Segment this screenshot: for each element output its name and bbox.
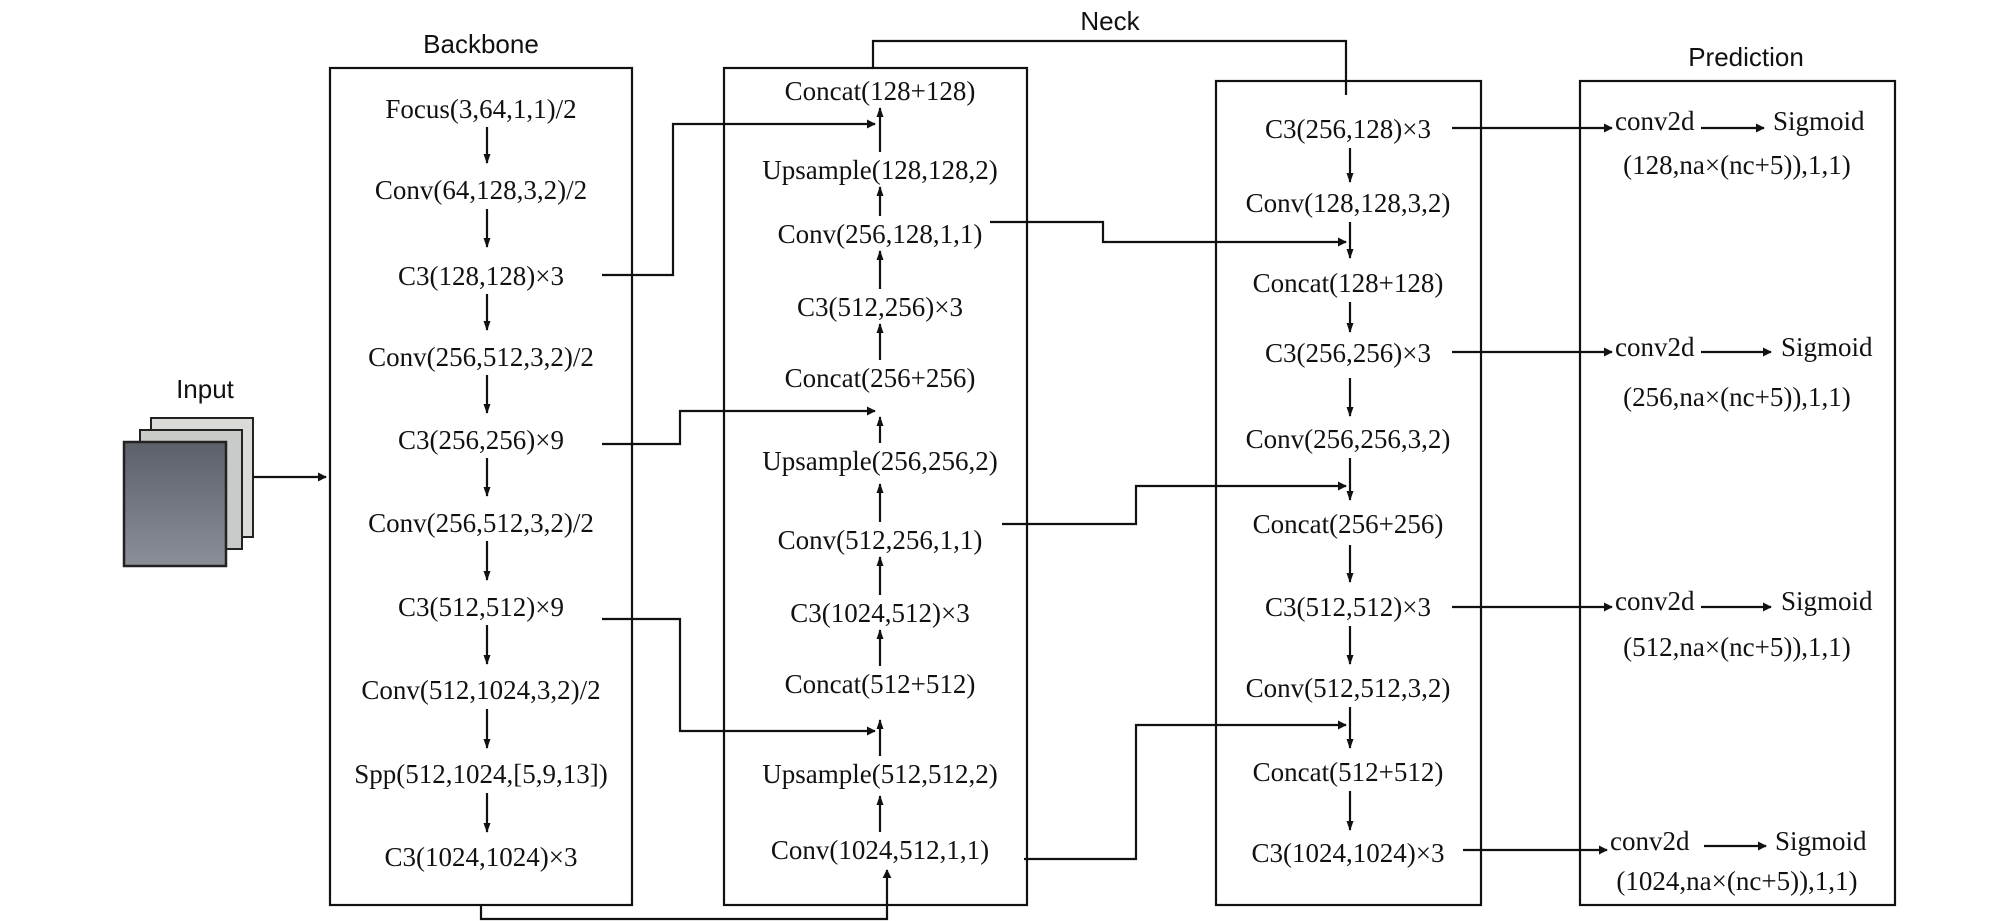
neck-down-layer: Concat(512+512) — [1253, 757, 1444, 787]
backbone-layer: Focus(3,64,1,1)/2 — [385, 94, 576, 124]
head-params: (128,na×(nc+5)),1,1) — [1623, 150, 1851, 180]
neck-up-box — [722, 66, 1029, 907]
conv2d-label: conv2d — [1615, 332, 1695, 362]
backbone-layer: Conv(256,512,3,2)/2 — [368, 342, 594, 372]
neck-up-layer: Concat(512+512) — [785, 669, 976, 699]
neck-up-layer: Conv(512,256,1,1) — [778, 525, 983, 555]
conv2d-label: conv2d — [1615, 106, 1695, 136]
neck-down-layer: C3(1024,1024)×3 — [1252, 838, 1445, 868]
neck-up-layer: C3(1024,512)×3 — [790, 598, 969, 628]
sigmoid-label: Sigmoid — [1773, 106, 1865, 136]
sigmoid-label: Sigmoid — [1781, 586, 1873, 616]
backbone-layer: C3(128,128)×3 — [398, 261, 564, 291]
neck-up-layer: Upsample(128,128,2) — [762, 155, 997, 185]
neck-lateral-128 — [990, 220, 1347, 247]
neck-up-layer: C3(512,256)×3 — [797, 292, 963, 322]
neck-down-layer: C3(256,128)×3 — [1265, 114, 1431, 144]
neck-down-layer: C3(512,512)×3 — [1265, 592, 1431, 622]
skip-connection-c3-256 — [602, 406, 876, 446]
prediction-head: conv2d Sigmoid (256,na×(nc+5)),1,1) — [1615, 332, 1873, 412]
neck-down-layer: C3(256,256)×3 — [1265, 338, 1431, 368]
head-params: (256,na×(nc+5)),1,1) — [1623, 382, 1851, 412]
backbone-layer: Conv(512,1024,3,2)/2 — [361, 675, 600, 705]
input-stack-icon — [122, 417, 254, 568]
conv2d-label: conv2d — [1610, 826, 1690, 856]
neck-up-layer: Concat(256+256) — [785, 363, 976, 393]
neck-down-layer: Conv(512,512,3,2) — [1246, 673, 1451, 703]
neck-up-layer: Upsample(256,256,2) — [762, 446, 997, 476]
backbone-layer: C3(1024,1024)×3 — [385, 842, 578, 872]
input-header: Input — [176, 374, 235, 404]
neck-up-layer: Concat(128+128) — [785, 76, 976, 106]
neck-down-layers: C3(256,128)×3 Conv(128,128,3,2) Concat(1… — [1246, 114, 1451, 868]
sigmoid-label: Sigmoid — [1781, 332, 1873, 362]
neck-down-layer: Concat(128+128) — [1253, 268, 1444, 298]
skip-connection-c3-128 — [602, 119, 876, 277]
neck-down-box — [1214, 79, 1483, 907]
backbone-layers: Focus(3,64,1,1)/2 Conv(64,128,3,2)/2 C3(… — [354, 94, 607, 872]
prediction-header: Prediction — [1688, 42, 1804, 72]
neck-lateral-512 — [1024, 720, 1347, 861]
connection-lines — [479, 39, 1613, 921]
neck-down-layer: Conv(256,256,3,2) — [1246, 424, 1451, 454]
backbone-layer: Conv(64,128,3,2)/2 — [375, 175, 587, 205]
neck-top-connection — [871, 39, 1348, 95]
neck-lateral-256 — [1002, 481, 1347, 526]
head-params: (512,na×(nc+5)),1,1) — [1623, 632, 1851, 662]
neck-down-layer: Concat(256+256) — [1253, 509, 1444, 539]
skip-connection-c3-512 — [602, 617, 876, 736]
neck-up-layers: Concat(128+128) Upsample(128,128,2) Conv… — [762, 76, 997, 865]
backbone-layer: Conv(256,512,3,2)/2 — [368, 508, 594, 538]
backbone-layer: C3(256,256)×9 — [398, 425, 564, 455]
head-params: (1024,na×(nc+5)),1,1) — [1616, 866, 1857, 896]
prediction-box — [1578, 79, 1897, 907]
neck-up-layer: Upsample(512,512,2) — [762, 759, 997, 789]
neck-up-layer: Conv(1024,512,1,1) — [771, 835, 989, 865]
backbone-to-neck-loop — [479, 869, 892, 921]
backbone-layer: Spp(512,1024,[5,9,13]) — [354, 759, 607, 789]
neck-header: Neck — [1080, 6, 1140, 36]
prediction-head: conv2d Sigmoid (128,na×(nc+5)),1,1) — [1615, 106, 1865, 180]
backbone-layer: C3(512,512)×9 — [398, 592, 564, 622]
sigmoid-label: Sigmoid — [1775, 826, 1867, 856]
neck-up-layer: Conv(256,128,1,1) — [778, 219, 983, 249]
neck-down-layer: Conv(128,128,3,2) — [1246, 188, 1451, 218]
prediction-head: conv2d Sigmoid (512,na×(nc+5)),1,1) — [1615, 586, 1873, 662]
conv2d-label: conv2d — [1615, 586, 1695, 616]
prediction-head: conv2d Sigmoid (1024,na×(nc+5)),1,1) — [1610, 826, 1867, 896]
backbone-header: Backbone — [423, 29, 539, 59]
